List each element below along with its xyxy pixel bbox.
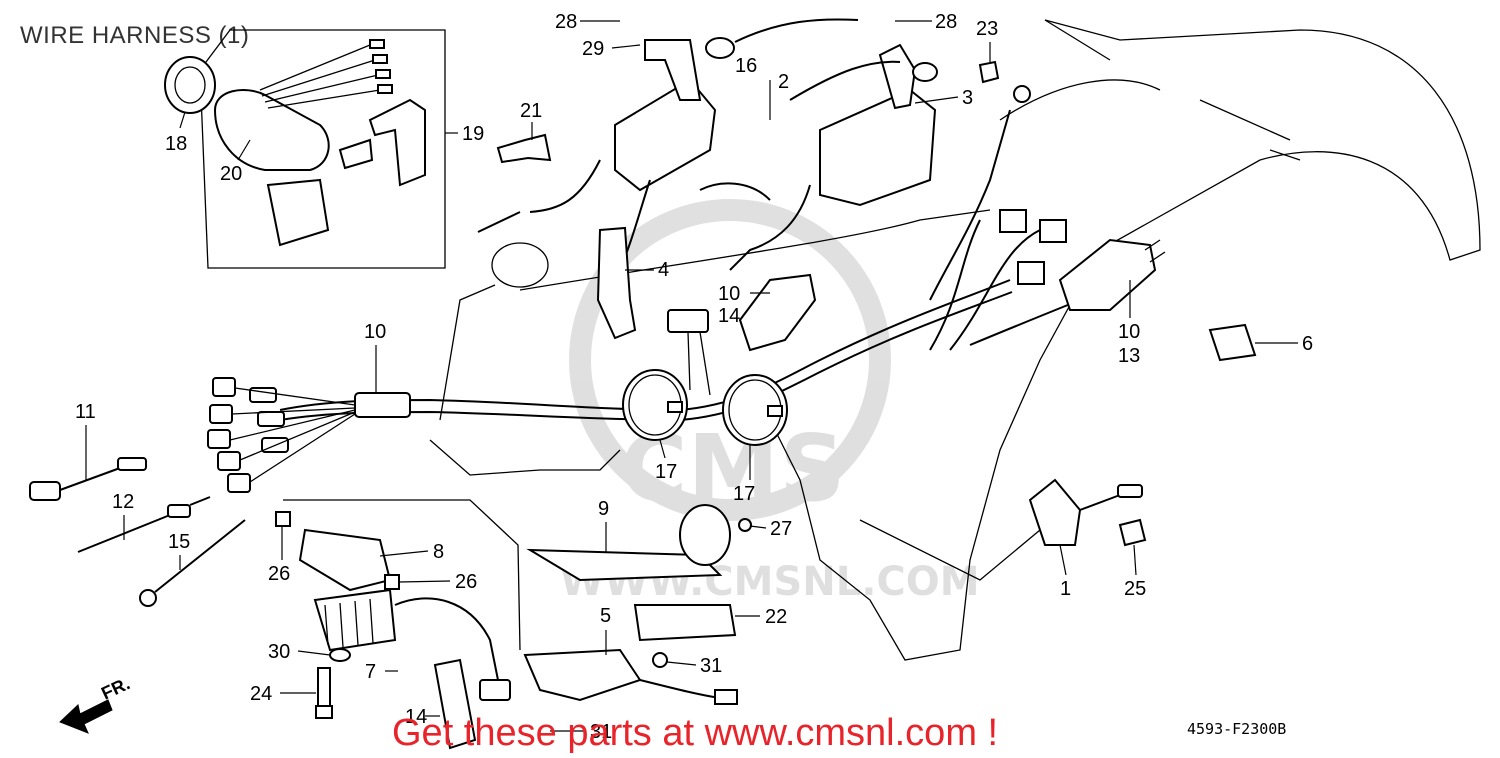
callout-leader-29 (611, 44, 641, 49)
callout-10: 10 (364, 321, 386, 343)
ignition-switch-assembly (164, 29, 552, 269)
diagram-title: WIRE HARNESS (1) (20, 22, 250, 49)
diagram-code: 4593-F2300B (1187, 720, 1287, 738)
condensers (667, 238, 1166, 396)
callout-leader-20 (237, 139, 251, 161)
callout-24: 24 (250, 683, 272, 705)
connector-rear-b (1039, 219, 1067, 243)
callout-28: 28 (555, 11, 577, 33)
callout-17: 17 (655, 461, 677, 483)
callout-18: 18 (165, 133, 187, 155)
callout-4: 4 (658, 259, 669, 281)
callout-5: 5 (600, 605, 611, 627)
callout-1: 1 (1060, 578, 1071, 600)
connector-sleeve-14 (433, 658, 477, 750)
callout-8: 8 (433, 541, 444, 563)
ignition-key (496, 133, 552, 164)
condenser-mid (738, 273, 817, 352)
harness-sleeve (354, 392, 411, 418)
main-harness (207, 85, 1131, 493)
callout-26: 26 (268, 563, 290, 585)
callout-16: 16 (735, 55, 757, 77)
promo-link[interactable]: Get these parts at www.cmsnl.com ! (392, 712, 999, 754)
switch-cover-ring (164, 56, 216, 114)
front-arrow: FR. (59, 673, 133, 734)
callout-28: 28 (935, 11, 957, 33)
callout-23: 23 (976, 18, 998, 40)
lower-center-components (523, 504, 752, 705)
callout-leader-26 (398, 580, 451, 583)
ignition-switch-body (213, 89, 330, 171)
regulator-bracket (298, 528, 392, 592)
lower-left-components (275, 499, 521, 750)
relay-6 (1208, 323, 1257, 362)
ignition-coil-rear (819, 88, 937, 207)
callout-3: 3 (962, 87, 973, 109)
callout-leader-3 (914, 96, 959, 104)
callout-22: 22 (765, 606, 787, 628)
callout-20: 20 (220, 163, 242, 185)
harness-connectors-left (207, 377, 356, 493)
callout-14: 14 (718, 305, 740, 327)
callout-10: 10 (1118, 321, 1140, 343)
callout-17: 17 (733, 483, 755, 505)
connector-rear-c (1017, 261, 1045, 285)
callout-31: 31 (590, 721, 612, 743)
callout-30: 30 (268, 641, 290, 663)
ground-terminal (1013, 85, 1031, 103)
switch-1 (1028, 478, 1082, 546)
callout-14: 14 (405, 706, 427, 728)
connector-14 (667, 309, 709, 333)
callout-26: 26 (455, 571, 477, 593)
callout-31: 31 (700, 655, 722, 677)
callout-19: 19 (462, 123, 484, 145)
callout-15: 15 (168, 531, 190, 553)
harness-clamps (622, 369, 788, 446)
band-clamp (679, 504, 731, 566)
callout-10: 10 (718, 283, 740, 305)
callout-9: 9 (598, 498, 609, 520)
callout-leader-1 (1059, 544, 1067, 576)
callout-11: 11 (75, 401, 96, 423)
spark-plug-cap (596, 226, 637, 340)
bracket-9 (526, 548, 723, 582)
callout-21: 21 (520, 100, 542, 122)
callout-leader-17 (659, 439, 666, 459)
connector-rear-a (999, 209, 1027, 233)
callout-27: 27 (770, 518, 792, 540)
callout-29: 29 (582, 38, 604, 60)
callout-2: 2 (778, 71, 789, 93)
callout-6: 6 (1302, 333, 1313, 355)
callout-leader-27 (749, 525, 767, 529)
loose-leads (29, 457, 246, 607)
right-side-parts (978, 60, 1257, 547)
switch-bracket (266, 178, 330, 247)
cdi-unit (523, 648, 642, 702)
callout-25: 25 (1124, 578, 1146, 600)
callout-13: 13 (1118, 345, 1140, 367)
ignition-coils (477, 18, 938, 340)
regulator-rectifier (313, 588, 397, 652)
callout-12: 12 (112, 491, 134, 513)
callout-7: 7 (365, 661, 376, 683)
callout-leader-31 (666, 661, 697, 666)
control-module-22 (633, 604, 737, 642)
callout-leader-8 (379, 550, 429, 557)
watermark-ring (569, 199, 891, 521)
callout-leader-18 (179, 111, 186, 129)
callout-leader-25 (1133, 544, 1137, 576)
condenser-rear (1058, 238, 1157, 311)
seat-lock (368, 98, 426, 187)
front-arrow-label: FR. (98, 673, 133, 703)
callout-leader-30 (297, 650, 331, 656)
